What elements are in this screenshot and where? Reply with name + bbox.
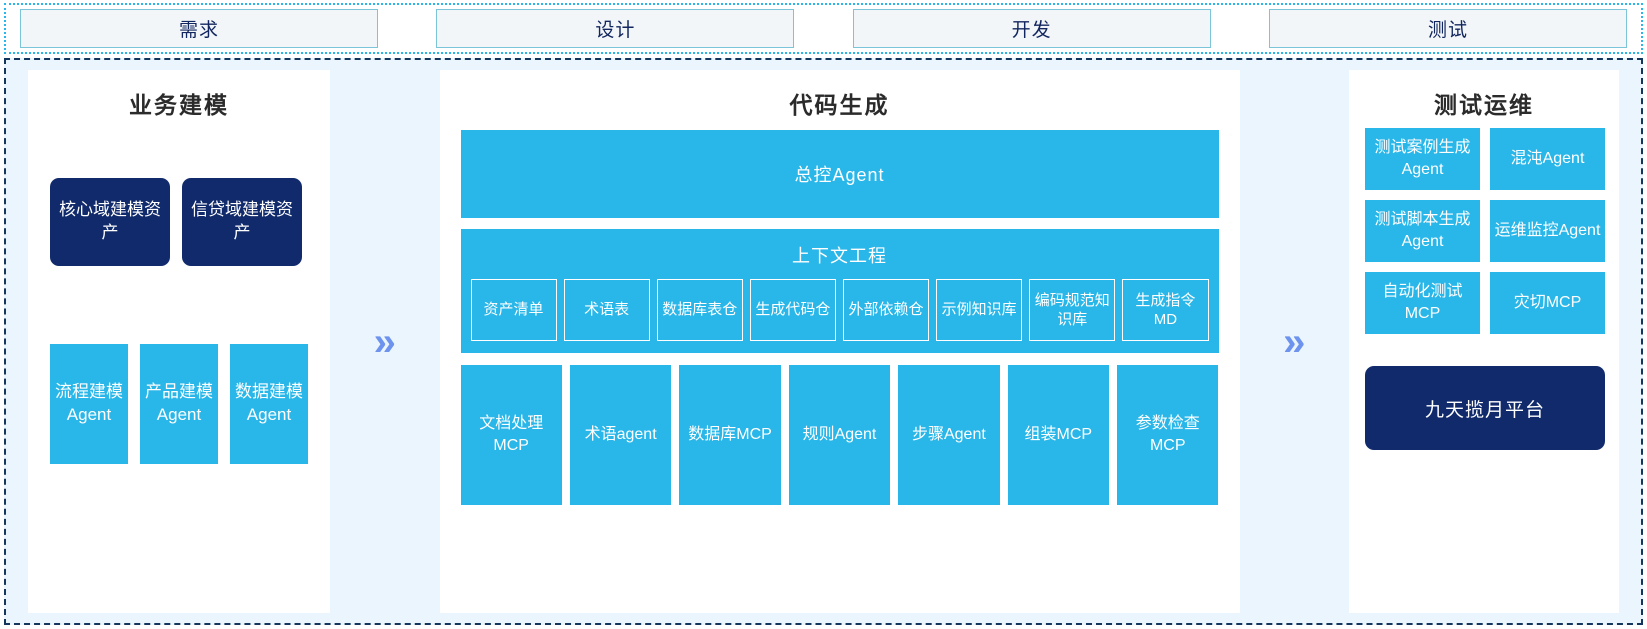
test-ops-card-label: 测试案例生成Agent (1374, 139, 1471, 178)
panel-title-business-modeling: 业务建模 (129, 92, 229, 118)
code-generation-tool-row: 文档处理MCP 术语agent 数据库MCP 规则Agent 步骤Agent 组… (460, 365, 1219, 505)
platform-card-jiutian-lanyue[interactable]: 九天揽月平台 (1365, 366, 1605, 450)
test-ops-card-test-script-generation-agent[interactable]: 测试脚本生成Agent (1365, 200, 1480, 262)
test-ops-card-label: 混沌Agent (1510, 150, 1585, 168)
chevron-right-icon-1: » (330, 70, 440, 613)
test-ops-card-chaos-agent[interactable]: 混沌Agent (1490, 128, 1605, 190)
phase-label: 测试 (1427, 20, 1468, 41)
context-item-db-table-repo[interactable]: 数据库表仓 (656, 279, 743, 341)
tool-card-rule-agent[interactable]: 规则Agent (788, 365, 891, 505)
tool-card-database-mcp[interactable]: 数据库MCP (679, 365, 781, 505)
tool-card-assembly-mcp[interactable]: 组装MCP (1007, 365, 1110, 505)
tool-card-parameter-check-mcp[interactable]: 参数检查MCP (1117, 365, 1219, 505)
phase-label: 开发 (1011, 20, 1052, 41)
business-asset-group: 核心域建模资产 信贷域建模资产 (50, 178, 302, 266)
phase-box-requirements[interactable]: 需求 (20, 9, 378, 48)
tool-card-label: 规则Agent (802, 426, 877, 444)
test-ops-card-automated-test-mcp[interactable]: 自动化测试MCP (1365, 272, 1480, 334)
phase-box-design[interactable]: 设计 (436, 9, 795, 48)
test-ops-card-ops-monitoring-agent[interactable]: 运维监控Agent (1490, 200, 1605, 262)
agent-card-data-modeling[interactable]: 数据建模Agent (230, 344, 308, 464)
context-item-generated-code-repo[interactable]: 生成代码仓 (749, 279, 836, 341)
phase-bar: 需求 设计 开发 测试 (4, 3, 1643, 54)
panel-code-generation: 代码生成 总控Agent 上下文工程 资产清单 术语表 数据库表仓 (439, 70, 1240, 613)
context-engineering-block: 上下文工程 资产清单 术语表 数据库表仓 生成代码仓 外部依赖仓 (460, 229, 1219, 353)
tool-card-document-processing-mcp[interactable]: 文档处理MCP (460, 365, 562, 505)
context-item-label: 资产清单 (483, 301, 544, 319)
context-item-example-knowledge-base[interactable]: 示例知识库 (936, 279, 1023, 341)
asset-card-credit-domain[interactable]: 信贷域建模资产 (182, 178, 302, 266)
context-item-asset-inventory[interactable]: 资产清单 (470, 279, 557, 341)
context-item-label: 外部依赖仓 (848, 301, 924, 319)
phase-box-development[interactable]: 开发 (852, 9, 1211, 48)
chevron-right-icon-2: » (1240, 70, 1350, 613)
agent-card-label: 数据建模Agent (235, 382, 303, 424)
agent-card-label: 产品建模Agent (145, 382, 213, 424)
asset-card-core-domain[interactable]: 核心域建模资产 (50, 178, 170, 266)
code-generation-content: 总控Agent 上下文工程 资产清单 术语表 数据库表仓 生成代码仓 (460, 130, 1219, 505)
asset-card-label: 核心域建模资产 (59, 200, 161, 242)
master-agent-banner[interactable]: 总控Agent (460, 130, 1219, 218)
phase-label: 设计 (595, 20, 636, 41)
test-ops-card-disaster-switch-mcp[interactable]: 灾切MCP (1490, 272, 1605, 334)
tool-card-label: 文档处理MCP (479, 415, 544, 454)
test-ops-card-test-case-generation-agent[interactable]: 测试案例生成Agent (1365, 128, 1480, 190)
test-ops-card-label: 灾切MCP (1513, 294, 1582, 312)
panel-title-code-generation: 代码生成 (789, 92, 890, 118)
panel-test-ops: 测试运维 测试案例生成Agent 混沌Agent 测试脚本生成Agent 运维监… (1349, 70, 1619, 613)
context-item-label: 示例知识库 (941, 301, 1017, 319)
context-item-list: 资产清单 术语表 数据库表仓 生成代码仓 外部依赖仓 示例知 (470, 279, 1209, 341)
asset-card-label: 信贷域建模资产 (191, 200, 293, 242)
tool-card-label: 术语agent (584, 426, 657, 444)
phase-label: 需求 (178, 20, 219, 41)
tool-card-step-agent[interactable]: 步骤Agent (898, 365, 1000, 505)
tool-card-label: 组装MCP (1024, 426, 1093, 444)
phase-box-testing[interactable]: 测试 (1268, 9, 1627, 48)
business-agent-group: 流程建模Agent 产品建模Agent 数据建模Agent (50, 344, 308, 464)
context-item-label: 数据库表仓 (662, 301, 738, 319)
chevron-glyph: » (1283, 319, 1306, 364)
context-item-label: 术语表 (584, 301, 630, 319)
agent-card-label: 流程建模Agent (55, 382, 123, 424)
panel-title-test-ops: 测试运维 (1434, 92, 1534, 118)
context-item-generation-instruction-md[interactable]: 生成指令MD (1122, 279, 1209, 341)
chevron-glyph: » (373, 319, 396, 364)
test-ops-card-label: 自动化测试MCP (1382, 283, 1463, 322)
context-item-glossary[interactable]: 术语表 (563, 279, 650, 341)
context-item-label: 编码规范知识库 (1034, 291, 1110, 329)
master-agent-label: 总控Agent (794, 165, 885, 185)
context-item-label: 生成指令MD (1135, 291, 1196, 329)
context-engineering-title: 上下文工程 (792, 246, 887, 266)
agent-card-process-modeling[interactable]: 流程建模Agent (50, 344, 128, 464)
platform-card-label: 九天揽月平台 (1424, 399, 1545, 421)
test-ops-card-label: 测试脚本生成Agent (1374, 211, 1471, 250)
agent-card-product-modeling[interactable]: 产品建模Agent (140, 344, 218, 464)
tool-card-glossary-agent[interactable]: 术语agent (569, 365, 672, 505)
panel-business-modeling: 业务建模 核心域建模资产 信贷域建模资产 流程建模Agent 产品建模Agent… (28, 70, 330, 613)
tool-card-label: 数据库MCP (688, 426, 772, 444)
context-item-label: 生成代码仓 (755, 301, 831, 319)
context-item-external-dependency-repo[interactable]: 外部依赖仓 (843, 279, 930, 341)
test-ops-card-grid: 测试案例生成Agent 混沌Agent 测试脚本生成Agent 运维监控Agen… (1365, 128, 1605, 334)
tool-card-label: 参数检查MCP (1135, 415, 1200, 454)
test-ops-card-label: 运维监控Agent (1494, 222, 1601, 240)
tool-card-label: 步骤Agent (911, 426, 986, 444)
test-ops-content: 测试案例生成Agent 混沌Agent 测试脚本生成Agent 运维监控Agen… (1365, 128, 1605, 450)
architecture-diagram: 业务建模 核心域建模资产 信贷域建模资产 流程建模Agent 产品建模Agent… (4, 58, 1643, 625)
context-item-coding-standard-knowledge-base[interactable]: 编码规范知识库 (1029, 279, 1116, 341)
